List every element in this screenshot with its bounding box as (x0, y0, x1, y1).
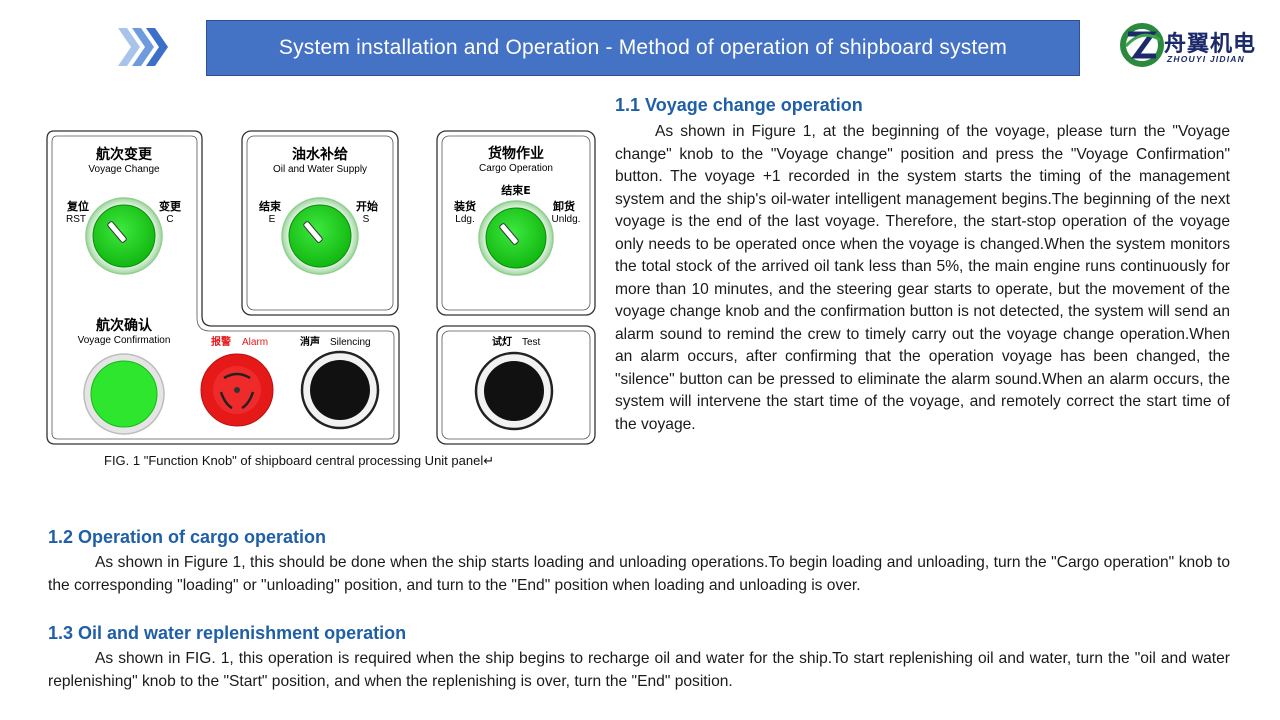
figure-caption: FIG. 1 "Function Knob" of shipboard cent… (104, 453, 495, 468)
cargo-end-label: 结束E (500, 183, 531, 197)
voyage-change-knob[interactable]: 航次变更 Voyage Change 复位 RST 变更 C (66, 146, 182, 275)
section-1-2-text: As shown in Figure 1, this should be don… (48, 554, 1230, 594)
voyage-change-reset-cn: 复位 (66, 199, 89, 213)
oil-water-en-label: Oil and Water Supply (273, 164, 367, 175)
voyage-change-cn-label: 航次变更 (96, 146, 153, 163)
confirm-cn-label: 航次确认 (96, 317, 153, 334)
lamp-test-button[interactable]: 试灯 Test (474, 335, 554, 431)
oil-water-cn-label: 油水补给 (292, 146, 348, 163)
logo-english-text: ZHOUYI JIDIAN (1167, 54, 1245, 64)
page-title: System installation and Operation - Meth… (206, 20, 1080, 76)
page-title-text: System installation and Operation - Meth… (278, 36, 1008, 59)
voyage-change-en-label: Voyage Change (88, 164, 160, 175)
alarm-indicator: 报警 Alarm (200, 335, 274, 427)
section-1-1-heading: 1.1 Voyage change operation (615, 95, 863, 115)
voyage-confirmation-button[interactable]: 航次确认 Voyage Confirmation (78, 317, 171, 435)
test-cn-label: 试灯 (492, 335, 512, 348)
silencing-en-label: Silencing (330, 337, 371, 348)
confirm-en-label: Voyage Confirmation (78, 335, 171, 346)
voyage-change-change-en: C (166, 214, 173, 225)
cargo-operation-knob[interactable]: 货物作业 Cargo Operation 结束E 装货 Ldg. 卸货 Unld… (453, 145, 581, 276)
section-1-3-heading: 1.3 Oil and water replenishment operatio… (48, 623, 407, 643)
cargo-unloading-cn: 卸货 (553, 199, 575, 213)
right-panel-figure: 货物作业 Cargo Operation 结束E 装货 Ldg. 卸货 Unld… (436, 130, 596, 445)
chevron-right-icon (118, 28, 168, 66)
logo-chinese-text: 舟翼机电 (1164, 32, 1257, 57)
cargo-cn-label: 货物作业 (487, 145, 544, 162)
silencing-cn-label: 消声 (300, 335, 320, 348)
cargo-loading-en: Ldg. (455, 214, 474, 225)
oil-water-end-cn: 结束 (258, 199, 282, 213)
alarm-en-label: Alarm (242, 337, 268, 348)
test-en-label: Test (522, 337, 541, 348)
section-1-1-text: As shown in Figure 1, at the beginning o… (615, 123, 1230, 433)
oil-water-supply-knob[interactable]: 油水补给 Oil and Water Supply 结束 E 开始 S (258, 146, 378, 275)
cargo-loading-cn: 装货 (453, 199, 476, 213)
section-1-2-heading: 1.2 Operation of cargo operation (48, 527, 327, 547)
silencing-button[interactable]: 消声 Silencing (300, 335, 380, 430)
company-logo-icon (1120, 23, 1164, 67)
oil-water-start-cn: 开始 (356, 199, 378, 213)
alarm-cn-label: 报警 (211, 335, 231, 348)
voyage-change-reset-en: RST (66, 214, 86, 225)
oil-water-end-en: E (269, 214, 276, 225)
section-1-3-text: As shown in FIG. 1, this operation is re… (48, 650, 1230, 690)
control-panel-figure: 航次变更 Voyage Change 复位 RST 变更 C 油水补给 Oil … (46, 130, 400, 445)
cargo-en-label: Cargo Operation (479, 163, 553, 174)
cargo-unloading-en: Unldg. (552, 214, 581, 225)
voyage-change-change-cn: 变更 (159, 199, 182, 213)
oil-water-start-en: S (363, 214, 370, 225)
